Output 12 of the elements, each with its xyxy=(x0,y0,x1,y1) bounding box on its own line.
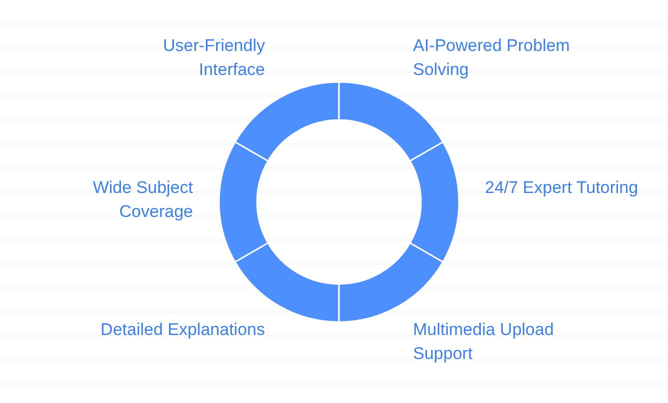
segment-label: Multimedia Upload Support xyxy=(413,319,555,365)
segment-label: Wide Subject Coverage xyxy=(92,177,193,223)
ring-segment xyxy=(338,81,444,162)
segment-label: Detailed Explanations xyxy=(100,319,265,341)
ring-segment xyxy=(234,81,340,162)
ring-segment xyxy=(338,242,444,323)
ring-segment xyxy=(218,141,269,263)
ring-segment xyxy=(409,141,460,263)
segment-label: User-Friendly Interface xyxy=(162,35,265,81)
segment-label: AI-Powered Problem Solving xyxy=(413,35,571,81)
segment-label: 24/7 Expert Tutoring xyxy=(485,177,640,199)
ring-segment xyxy=(234,242,340,323)
